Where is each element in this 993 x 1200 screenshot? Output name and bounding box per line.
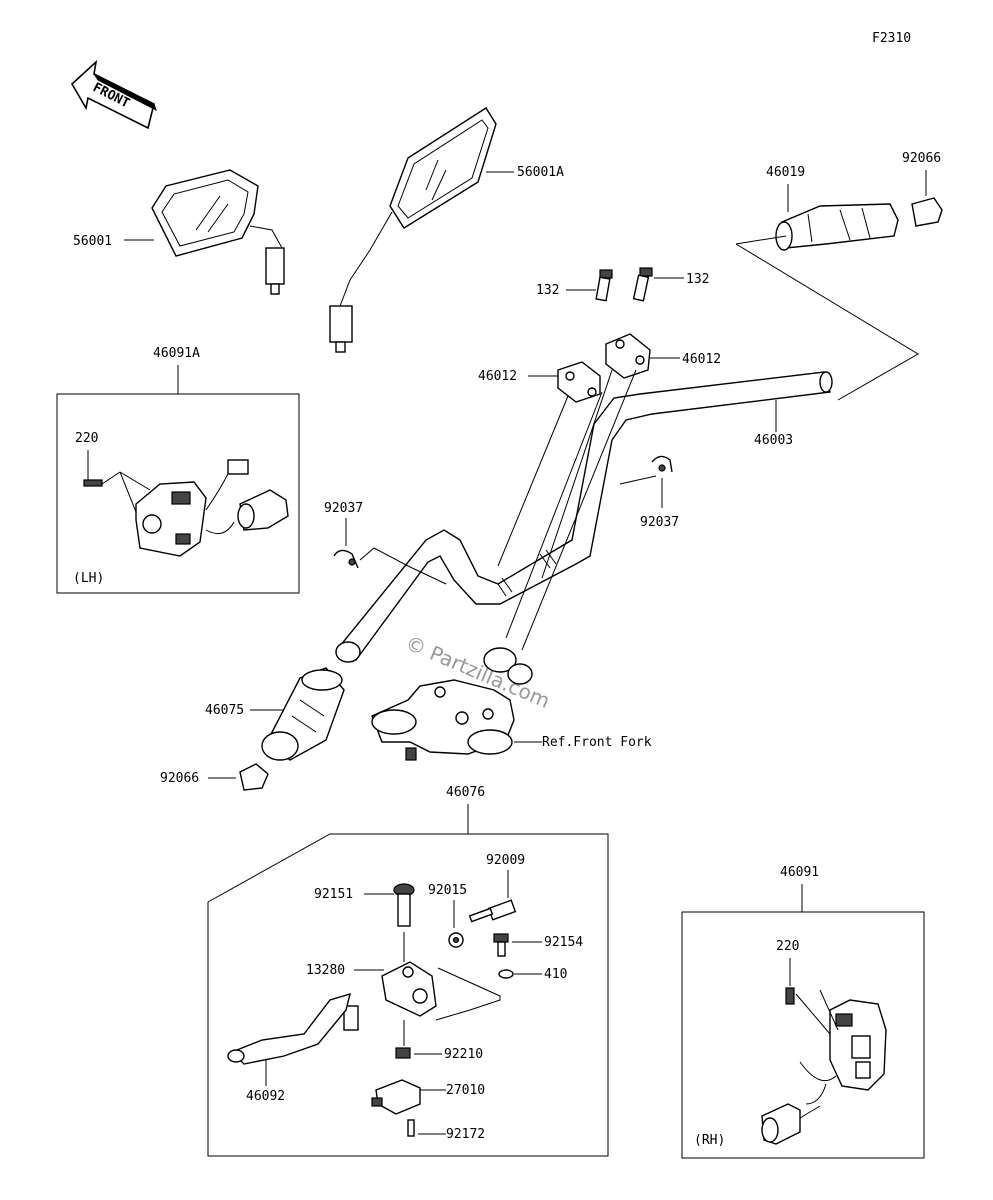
label-46012-right: 46012 <box>682 352 721 367</box>
holder-46012-right-icon <box>605 333 651 379</box>
bolt-92154-icon <box>493 933 509 957</box>
label-46012-left: 46012 <box>478 369 517 384</box>
label-46091A: 46091A <box>153 346 200 361</box>
washer-92015-icon <box>448 932 464 948</box>
end-right-icon <box>911 197 943 227</box>
screw-92172-icon <box>407 1119 415 1137</box>
label-92066-right: 92066 <box>902 151 941 166</box>
label-92037-right: 92037 <box>640 515 679 530</box>
label-92151: 92151 <box>314 887 353 902</box>
adjuster-92009-icon <box>468 899 517 923</box>
lever-46092-icon <box>227 992 351 1065</box>
label-56001A: 56001A <box>517 165 564 180</box>
label-92009: 92009 <box>486 853 525 868</box>
mirror-left-icon <box>151 169 285 295</box>
front-fork-clamp-icon <box>371 647 533 761</box>
mirror-right-icon <box>329 107 497 353</box>
label-410: 410 <box>544 967 567 982</box>
bolt-92151-icon <box>393 883 415 927</box>
label-27010: 27010 <box>446 1083 485 1098</box>
figure-id: F2310 <box>872 31 911 46</box>
label-92037-left: 92037 <box>324 501 363 516</box>
switch-lh-icon <box>83 459 289 557</box>
nut-410-icon <box>498 969 514 979</box>
label-92210: 92210 <box>444 1047 483 1062</box>
nut-92210-icon <box>395 1047 411 1059</box>
label-46076: 46076 <box>446 785 485 800</box>
switch-rh-box <box>681 911 925 1159</box>
label-92066-left: 92066 <box>160 771 199 786</box>
label-132-right: 132 <box>686 272 709 287</box>
label-46091: 46091 <box>780 865 819 880</box>
switch-lh-box <box>56 393 300 594</box>
label-132-left: 132 <box>536 283 559 298</box>
label-lh-tag: (LH) <box>73 571 104 586</box>
label-56001: 56001 <box>73 234 112 249</box>
switch-27010-icon <box>371 1079 421 1115</box>
label-46075: 46075 <box>205 703 244 718</box>
label-rh-tag: (RH) <box>694 1133 725 1148</box>
bolt-132-left-icon <box>595 269 613 302</box>
clamp-left-icon <box>333 549 359 569</box>
label-220-rh: 220 <box>776 939 799 954</box>
label-46003: 46003 <box>754 433 793 448</box>
label-92172: 92172 <box>446 1127 485 1142</box>
label-46019: 46019 <box>766 165 805 180</box>
front-direction-arrow: FRONT <box>70 59 157 130</box>
grip-right-icon <box>775 203 899 251</box>
label-92154: 92154 <box>544 935 583 950</box>
handlebar-icon <box>335 371 833 663</box>
end-left-icon <box>239 763 269 791</box>
bolt-132-right-icon <box>632 267 653 302</box>
label-46092: 46092 <box>246 1089 285 1104</box>
holder-13280-icon <box>343 961 437 1031</box>
label-13280: 13280 <box>306 963 345 978</box>
holder-46012-left-icon <box>557 361 601 403</box>
switch-rh-icon <box>761 987 887 1145</box>
clamp-right-icon <box>651 455 673 473</box>
label-92015: 92015 <box>428 883 467 898</box>
lever-assy-box <box>207 833 609 1157</box>
label-ref-front-fork: Ref.Front Fork <box>542 735 652 750</box>
grip-left-icon <box>261 667 345 761</box>
label-220-lh: 220 <box>75 431 98 446</box>
